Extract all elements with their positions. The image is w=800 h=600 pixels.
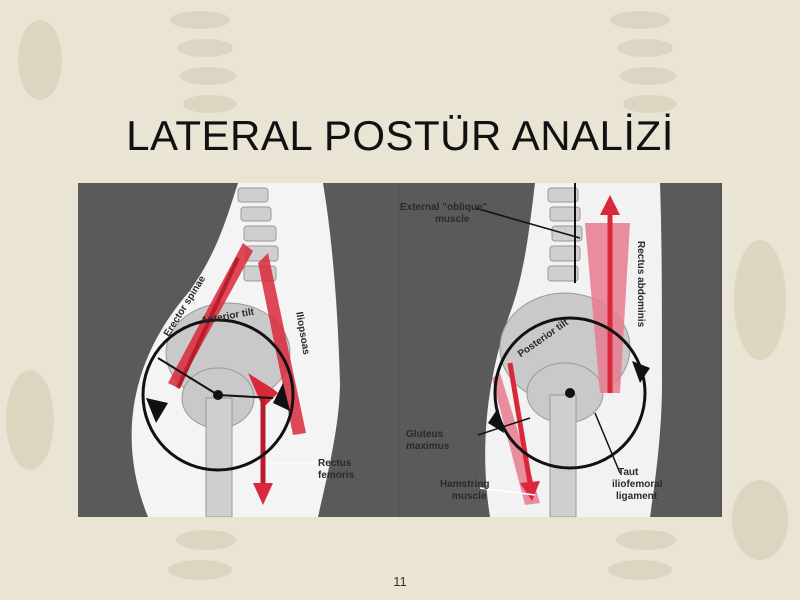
- label-taut-2: iliofemoral: [612, 479, 663, 490]
- page-number: 11: [393, 574, 407, 589]
- posture-diagram: Erector spinae Anterior tilt Iliopsoas R…: [78, 183, 722, 517]
- label-hamstring-1: Hamstring: [440, 479, 490, 490]
- slide-title: LATERAL POSTÜR ANALİZİ: [126, 112, 674, 159]
- label-taut-1: Taut: [618, 467, 639, 478]
- label-rectus-femoris-1: Rectus: [318, 458, 352, 469]
- label-rectus-femoris-2: femoris: [318, 470, 355, 481]
- label-hamstring-2: muscle: [452, 491, 487, 502]
- label-gluteus-2: maximus: [406, 441, 450, 452]
- posterior-tilt-illustration: [400, 183, 720, 517]
- anterior-tilt-panel: Erector spinae Anterior tilt Iliopsoas R…: [78, 183, 398, 517]
- label-rectus-abdominis: Rectus abdominis: [635, 241, 646, 328]
- anterior-tilt-illustration: [78, 183, 398, 517]
- label-taut-3: ligament: [616, 491, 658, 502]
- posterior-tilt-panel: External "oblique" muscle Rectus abdomin…: [400, 183, 720, 517]
- label-external-oblique-2: muscle: [435, 214, 470, 225]
- label-external-oblique-1: External "oblique": [400, 202, 488, 213]
- label-gluteus-1: Gluteus: [406, 429, 444, 440]
